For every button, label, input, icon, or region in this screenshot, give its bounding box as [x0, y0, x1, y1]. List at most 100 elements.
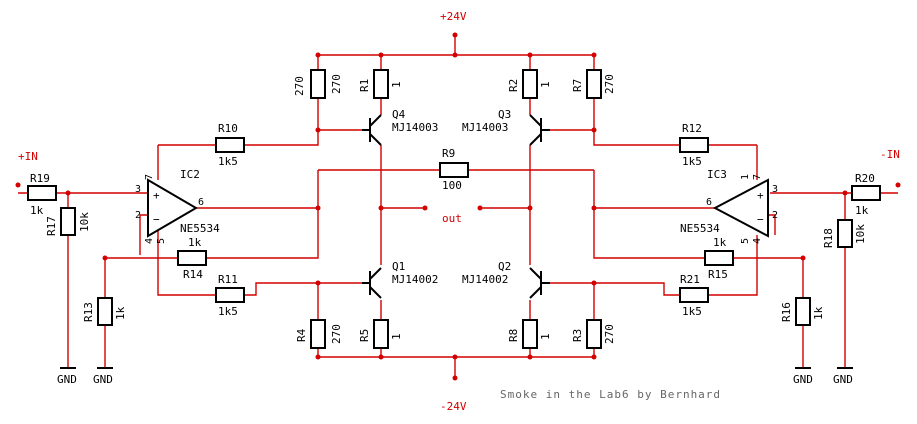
svg-text:270: 270: [293, 76, 306, 96]
resistor-r6: 270 270: [293, 69, 343, 99]
svg-text:R2: R2: [507, 79, 520, 92]
svg-text:R21: R21: [680, 273, 700, 286]
transistor-q2: Q2 MJ14002: [462, 260, 550, 299]
svg-text:2: 2: [772, 210, 778, 221]
resistor-r4: R4 270: [295, 319, 343, 349]
svg-text:R14: R14: [183, 268, 203, 281]
svg-text:1k5: 1k5: [682, 305, 702, 318]
junction-dot: [452, 354, 458, 360]
svg-text:Q2: Q2: [498, 260, 511, 273]
resistor-r13: R13 1k: [82, 297, 127, 326]
svg-text:100: 100: [442, 179, 462, 192]
svg-text:1: 1: [740, 174, 751, 180]
resistor-r1: R1 1: [358, 69, 403, 99]
resistor-r15: 1k R15: [704, 236, 734, 281]
svg-text:R10: R10: [218, 122, 238, 135]
resistor-r11: R11 1k5: [215, 273, 245, 318]
svg-text:4: 4: [752, 238, 763, 244]
resistor-r10: R10 1k5: [215, 122, 245, 168]
transistor-q1: Q1 MJ14002: [362, 260, 438, 299]
svg-text:−: −: [153, 213, 160, 226]
svg-text:+: +: [153, 189, 160, 202]
svg-text:5: 5: [740, 238, 751, 244]
wires: [18, 35, 898, 378]
junction-dot: [591, 280, 597, 286]
svg-text:R18: R18: [822, 228, 835, 248]
svg-text:R5: R5: [358, 329, 371, 342]
svg-text:R1: R1: [358, 79, 371, 92]
junction-dot: [315, 52, 321, 58]
svg-text:R9: R9: [442, 147, 455, 160]
svg-text:1k: 1k: [713, 236, 727, 249]
resistor-r19: R19 1k: [27, 172, 57, 217]
junction-dot: [315, 205, 321, 211]
svg-text:GND: GND: [833, 373, 853, 386]
svg-text:MJ14003: MJ14003: [462, 121, 508, 134]
svg-text:R16: R16: [780, 302, 793, 322]
svg-text:1k: 1k: [812, 306, 825, 320]
svg-text:7: 7: [752, 174, 763, 180]
svg-text:R12: R12: [682, 122, 702, 135]
ground-left-2: GND: [93, 367, 113, 386]
svg-text:10k: 10k: [78, 212, 91, 232]
svg-text:−: −: [757, 213, 764, 226]
svg-text:R11: R11: [218, 273, 238, 286]
junction-dot: [315, 127, 321, 133]
svg-text:270: 270: [330, 74, 343, 94]
footer-credit: Smoke in the Lab6 by Bernhard: [500, 388, 721, 401]
junction-dot: [527, 205, 533, 211]
svg-text:Q4: Q4: [392, 108, 406, 121]
resistor-r12: R12 1k5: [679, 122, 709, 168]
ground-left-1: GND: [57, 367, 77, 386]
junction-dot: [527, 52, 533, 58]
svg-text:1: 1: [539, 333, 552, 340]
resistor-r17: R17 10k: [45, 207, 91, 236]
transistor-q4: Q4 MJ14003: [362, 108, 438, 146]
junction-dot: [378, 52, 384, 58]
svg-text:1k5: 1k5: [682, 155, 702, 168]
junction-dot: [842, 190, 848, 196]
positive-rail-label: +24V: [440, 10, 467, 23]
svg-text:R17: R17: [45, 216, 58, 236]
svg-text:270: 270: [603, 324, 616, 344]
svg-text:1: 1: [539, 81, 552, 88]
junction-dot: [895, 182, 901, 188]
svg-text:1k: 1k: [188, 236, 202, 249]
resistor-r8: R8 1: [507, 319, 552, 349]
junction-dot: [591, 127, 597, 133]
resistor-r14: 1k R14: [177, 236, 207, 281]
resistor-r18: R18 10k: [822, 219, 867, 248]
svg-text:R15: R15: [708, 268, 728, 281]
svg-text:270: 270: [603, 74, 616, 94]
svg-text:IC2: IC2: [180, 168, 200, 181]
junction-dot: [800, 255, 806, 261]
svg-text:GND: GND: [93, 373, 113, 386]
resistor-r7: R7 270: [571, 69, 616, 99]
opamp-ic3: + − IC3 NE5534 3 2 6 7 1 5 4: [680, 168, 778, 244]
svg-text:NE5534: NE5534: [180, 222, 220, 235]
junction-dot: [102, 255, 108, 261]
junction-dot: [315, 280, 321, 286]
junction-dot: [452, 52, 458, 58]
svg-text:R3: R3: [571, 329, 584, 342]
svg-text:1k: 1k: [114, 306, 127, 320]
svg-text:R20: R20: [855, 172, 875, 185]
svg-text:6: 6: [198, 197, 204, 208]
svg-text:MJ14002: MJ14002: [392, 273, 438, 286]
svg-text:MJ14003: MJ14003: [392, 121, 438, 134]
output-label: out: [442, 212, 462, 225]
junction-dot: [452, 32, 458, 38]
svg-text:IC3: IC3: [707, 168, 727, 181]
resistor-r20: R20 1k: [851, 172, 881, 217]
svg-text:4: 4: [144, 238, 155, 244]
svg-text:1k5: 1k5: [218, 155, 238, 168]
svg-text:1: 1: [390, 333, 403, 340]
svg-text:6: 6: [706, 197, 712, 208]
svg-text:R13: R13: [82, 302, 95, 322]
junction-dot: [591, 52, 597, 58]
junction-dot: [591, 205, 597, 211]
minus-input-label: -IN: [880, 148, 900, 161]
resistor-r9: R9 100: [439, 147, 469, 192]
svg-text:1k5: 1k5: [218, 305, 238, 318]
